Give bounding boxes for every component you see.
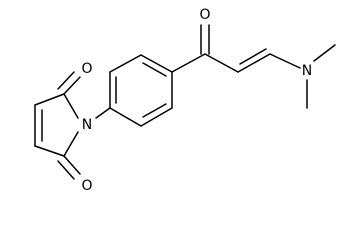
enaminone-chain (171, 24, 336, 109)
bond-ring-to-imide-n (95, 107, 111, 119)
bond-carbonyl-to-alkene (204, 53, 239, 73)
maleimide-ring (34, 71, 111, 180)
bond-ring-6 (109, 54, 142, 73)
bond-ring-1 (140, 54, 173, 73)
bond-alkene-to-n (269, 53, 301, 69)
bond-alkene-1 (237, 53, 271, 73)
atom-nitrogen-amine: N (302, 63, 312, 79)
bond-alkene-2 (239, 48, 267, 65)
atom-oxygen-ketone: O (199, 7, 210, 23)
bond-ring-inner-1 (142, 62, 167, 77)
bond-imide-c-o-bottom-2 (57, 160, 75, 180)
bond-ring-4 (109, 107, 142, 127)
bond-imide-n-c-bottom (63, 131, 79, 157)
bond-n-methyl-up (313, 44, 336, 62)
bond-imide-n-c-top (63, 93, 79, 119)
atom-nitrogen-imide: N (82, 117, 92, 133)
bond-imide-c-o-top-1 (63, 76, 81, 95)
bond-ring-3 (140, 107, 173, 127)
atom-oxygen-imide-bottom: O (81, 178, 92, 194)
bond-imide-bottom-c-cc (34, 145, 65, 157)
bond-imide-c-o-bottom-1 (63, 155, 81, 175)
chemical-structure: O N N O O (34, 7, 336, 194)
structure-canvas: O N N O O (34, 7, 336, 194)
bond-imide-top-c-cc (34, 93, 65, 106)
bond-ring-to-carbonyl (171, 53, 206, 73)
bond-imide-c-o-top-2 (57, 71, 75, 90)
benzene-ring (109, 54, 173, 127)
bond-ring-inner-2 (142, 103, 167, 118)
atom-oxygen-imide-top: O (81, 61, 92, 77)
